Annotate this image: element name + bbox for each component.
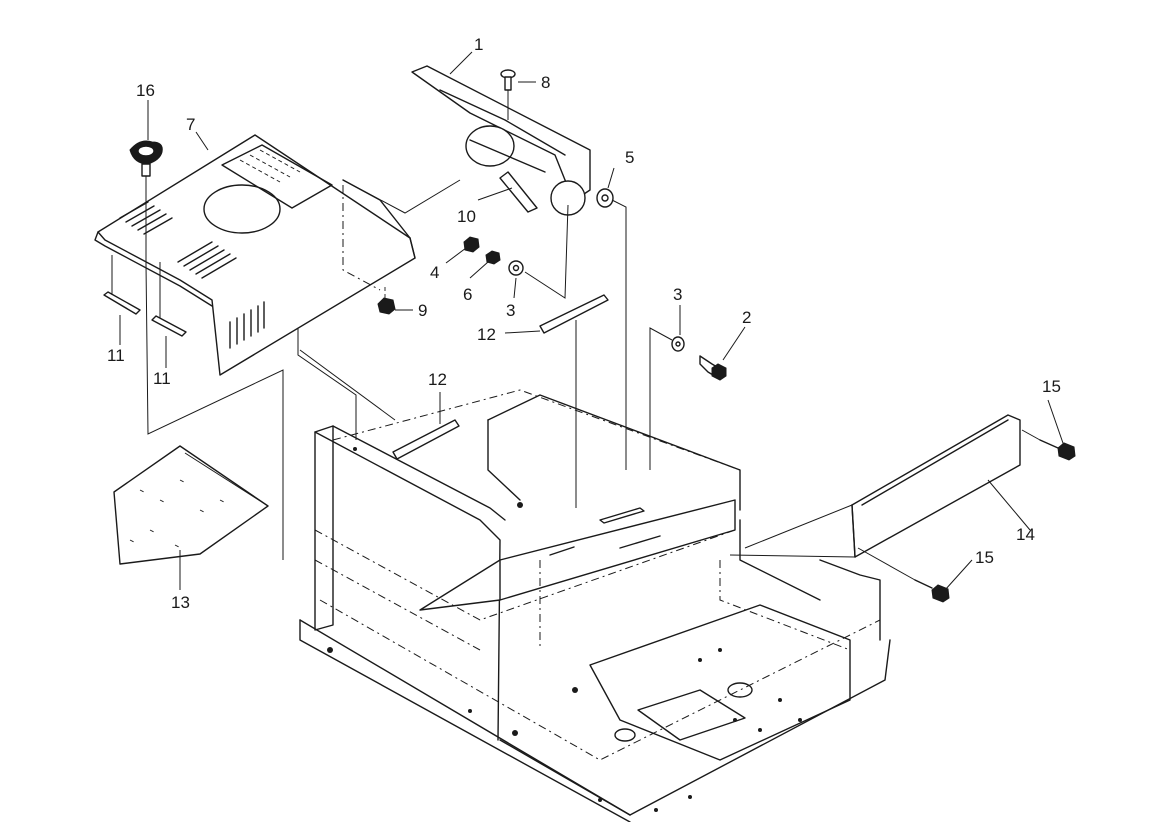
callout-label-2: 2 [742,308,751,327]
assembly-leader-lines [111,179,856,560]
strip-part-11-left [103,291,141,315]
frame-rivets [327,447,802,812]
bracket-part-1 [411,65,591,216]
strip-part-11-right [151,315,187,337]
nut-part-6 [485,250,501,265]
main-frame [299,389,891,822]
strip-part-12-lower [392,419,460,460]
callout-label-15-upper: 15 [1042,377,1061,396]
callout-label-12-lower: 12 [428,370,447,389]
bolt-part-15-lower [857,547,950,603]
callout-label-10: 10 [457,207,476,226]
washer-part-5 [596,188,627,470]
bolt-part-2 [699,355,727,381]
callout-label-6: 6 [463,285,472,304]
callout-label-16: 16 [136,81,155,100]
callout-label-11-left: 11 [107,346,125,365]
callout-label-15-lower: 15 [975,548,994,567]
callout-label-5: 5 [625,148,634,167]
cover-vent-slots-right [177,241,237,279]
knob-part-16 [129,140,163,264]
callout-label-12-upper: 12 [477,325,496,344]
callout-label-13: 13 [171,593,190,612]
callout-label-3-lower: 3 [673,285,682,304]
side-panel-part-14 [851,414,1021,558]
cover-mesh-panel [221,144,333,209]
nut-part-9 [377,285,396,315]
strip-part-10 [499,171,538,213]
callout-label-7: 7 [186,115,195,134]
callout-label-8: 8 [541,73,550,92]
callout-label-9: 9 [418,301,427,320]
washer-part-3-upper [508,260,524,276]
callout-labels: 1 2 3 3 4 5 6 7 8 9 10 11 11 12 12 13 14… [107,35,1061,612]
callout-label-1: 1 [474,35,483,54]
pad-part-13 [113,445,269,565]
cover-vent-slots-side [229,301,265,349]
cover-mesh-pattern [239,149,301,183]
washer-part-3-lower [671,336,685,352]
nut-part-4 [463,236,480,253]
strip-part-12-upper [539,294,609,334]
cover-round-opening [203,184,281,234]
callout-label-11-right: 11 [153,369,171,388]
screw-part-8 [500,69,516,120]
bolt-part-15-upper [1021,429,1076,461]
callout-label-3-upper: 3 [506,301,515,320]
callout-label-14: 14 [1016,525,1035,544]
callout-leaders [119,51,1065,591]
callout-label-4: 4 [430,263,439,282]
seat-cover-part-7 [94,134,416,376]
